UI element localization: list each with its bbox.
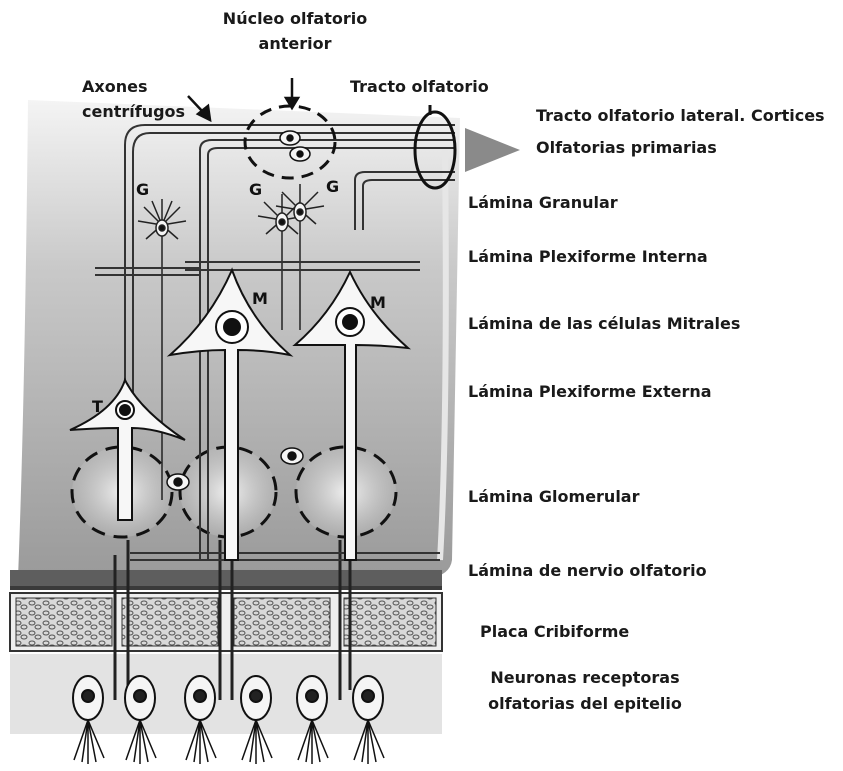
- receptor-neuron-5: [297, 676, 327, 720]
- label-neuronas-line1: Neuronas receptoras: [460, 667, 710, 689]
- label-plexiforme-interna: Lámina Plexiforme Interna: [468, 246, 708, 268]
- lateral-tract-arrow: [465, 128, 520, 172]
- label-axones-centrifugos: Axones centrífugos: [82, 76, 185, 123]
- granule-letter-3: G: [326, 177, 339, 196]
- label-nucleo-olfatorio: Núcleo olfatorio anterior: [220, 8, 370, 55]
- label-celulas-mitrales: Lámina de las células Mitrales: [468, 313, 740, 335]
- label-nervio-olfatorio: Lámina de nervio olfatorio: [468, 560, 707, 582]
- label-neuronas-receptoras: Neuronas receptoras olfatorias del epite…: [460, 667, 710, 715]
- nerve-layer-bar: [10, 570, 442, 588]
- label-tracto-lateral: Tracto olfatorio lateral. Cortices Olfat…: [536, 105, 825, 159]
- label-lamina-granular: Lámina Granular: [468, 192, 618, 214]
- receptor-neuron-2: [125, 676, 155, 720]
- label-axones-line1: Axones: [82, 76, 185, 98]
- mitral-letter-1: M: [252, 289, 268, 308]
- label-lamina-glomerular: Lámina Glomerular: [468, 486, 640, 508]
- label-tracto-lateral-line1: Tracto olfatorio lateral. Cortices: [536, 105, 825, 127]
- label-axones-line2: centrífugos: [82, 101, 185, 123]
- label-tracto-lateral-line2: Olfatorias primarias: [536, 137, 825, 159]
- receptor-neuron-1: [73, 676, 103, 720]
- tufted-letter: T: [92, 397, 103, 416]
- label-placa-cribiforme: Placa Cribiforme: [480, 621, 629, 643]
- label-nucleo-line1: Núcleo olfatorio: [220, 8, 370, 30]
- mitral-letter-2: M: [370, 293, 386, 312]
- receptor-neuron-4: [241, 676, 271, 720]
- receptor-neuron-6: [353, 676, 383, 720]
- granule-letter-2: G: [249, 180, 262, 199]
- label-tracto-olfatorio: Tracto olfatorio: [350, 76, 489, 98]
- label-plexiforme-externa: Lámina Plexiforme Externa: [468, 381, 712, 403]
- label-nucleo-line2: anterior: [220, 33, 370, 55]
- granule-letter-1: G: [136, 180, 149, 199]
- receptor-neuron-3: [185, 676, 215, 720]
- cribriform-plate: [10, 593, 442, 651]
- label-neuronas-line2: olfatorias del epitelio: [460, 693, 710, 715]
